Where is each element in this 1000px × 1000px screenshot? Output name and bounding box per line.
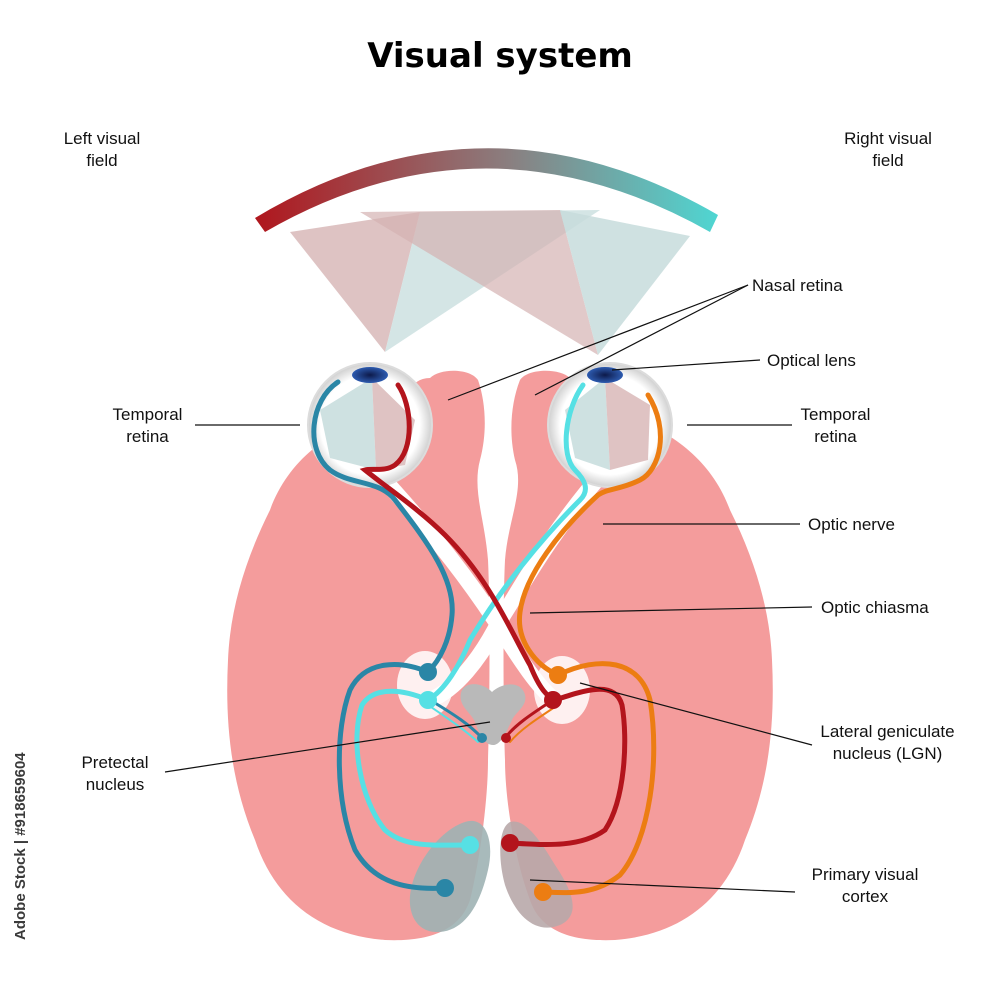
- pretectal-area: [460, 684, 526, 745]
- pretectal-node-left: [477, 733, 487, 743]
- right-cortex-node-red: [501, 834, 519, 852]
- label-optical-lens: Optical lens: [767, 351, 856, 370]
- left-lgn-node-teal: [419, 663, 437, 681]
- leader-lgn: [579, 682, 813, 746]
- pretectal-branch-left-cyan: [427, 704, 479, 743]
- stock-watermark: Adobe Stock | #918659604: [10, 752, 34, 940]
- pathway-dark-teal: [311, 379, 455, 891]
- pathway-orange: [516, 392, 663, 896]
- right-lgn-node-red: [544, 691, 562, 709]
- label-optic-chiasma: Optic chiasma: [821, 598, 929, 617]
- leader-optic-chiasma: [529, 606, 813, 614]
- leader-optical-lens: [611, 359, 761, 371]
- pathway-red: [359, 382, 628, 848]
- right-eye-field-cone-teal: [560, 210, 690, 355]
- left-eye-field-cone-red: [290, 212, 420, 352]
- pathway-cyan: [354, 382, 588, 848]
- right-iris: [587, 367, 623, 383]
- visual-field-arc: [255, 148, 718, 232]
- left-lgn-node-cyan: [419, 691, 437, 709]
- leader-lines: [164, 284, 813, 893]
- pretectal-node-right: [501, 733, 511, 743]
- leader-pretectal: [164, 721, 491, 773]
- watermark-text: Adobe Stock | #918659604: [12, 752, 29, 940]
- label-nasal-retina: Nasal retina: [752, 276, 843, 295]
- right-lgn-node-orange: [549, 666, 567, 684]
- leader-primary-visual-cortex: [529, 879, 796, 893]
- page-title: Visual system: [367, 36, 633, 76]
- right-eye-field-cone-red: [360, 210, 598, 355]
- left-cortex-node-cyan: [461, 836, 479, 854]
- leader-nasal-retina-a: [447, 284, 749, 401]
- leader-nasal-retina-b: [534, 284, 749, 396]
- right-cortex-node-orange: [534, 883, 552, 901]
- label-optic-nerve: Optic nerve: [808, 515, 895, 534]
- left-iris: [352, 367, 388, 383]
- right-visual-cortex-area: [500, 821, 573, 928]
- pathway-nodes: [419, 663, 567, 901]
- left-cortex-node-teal: [436, 879, 454, 897]
